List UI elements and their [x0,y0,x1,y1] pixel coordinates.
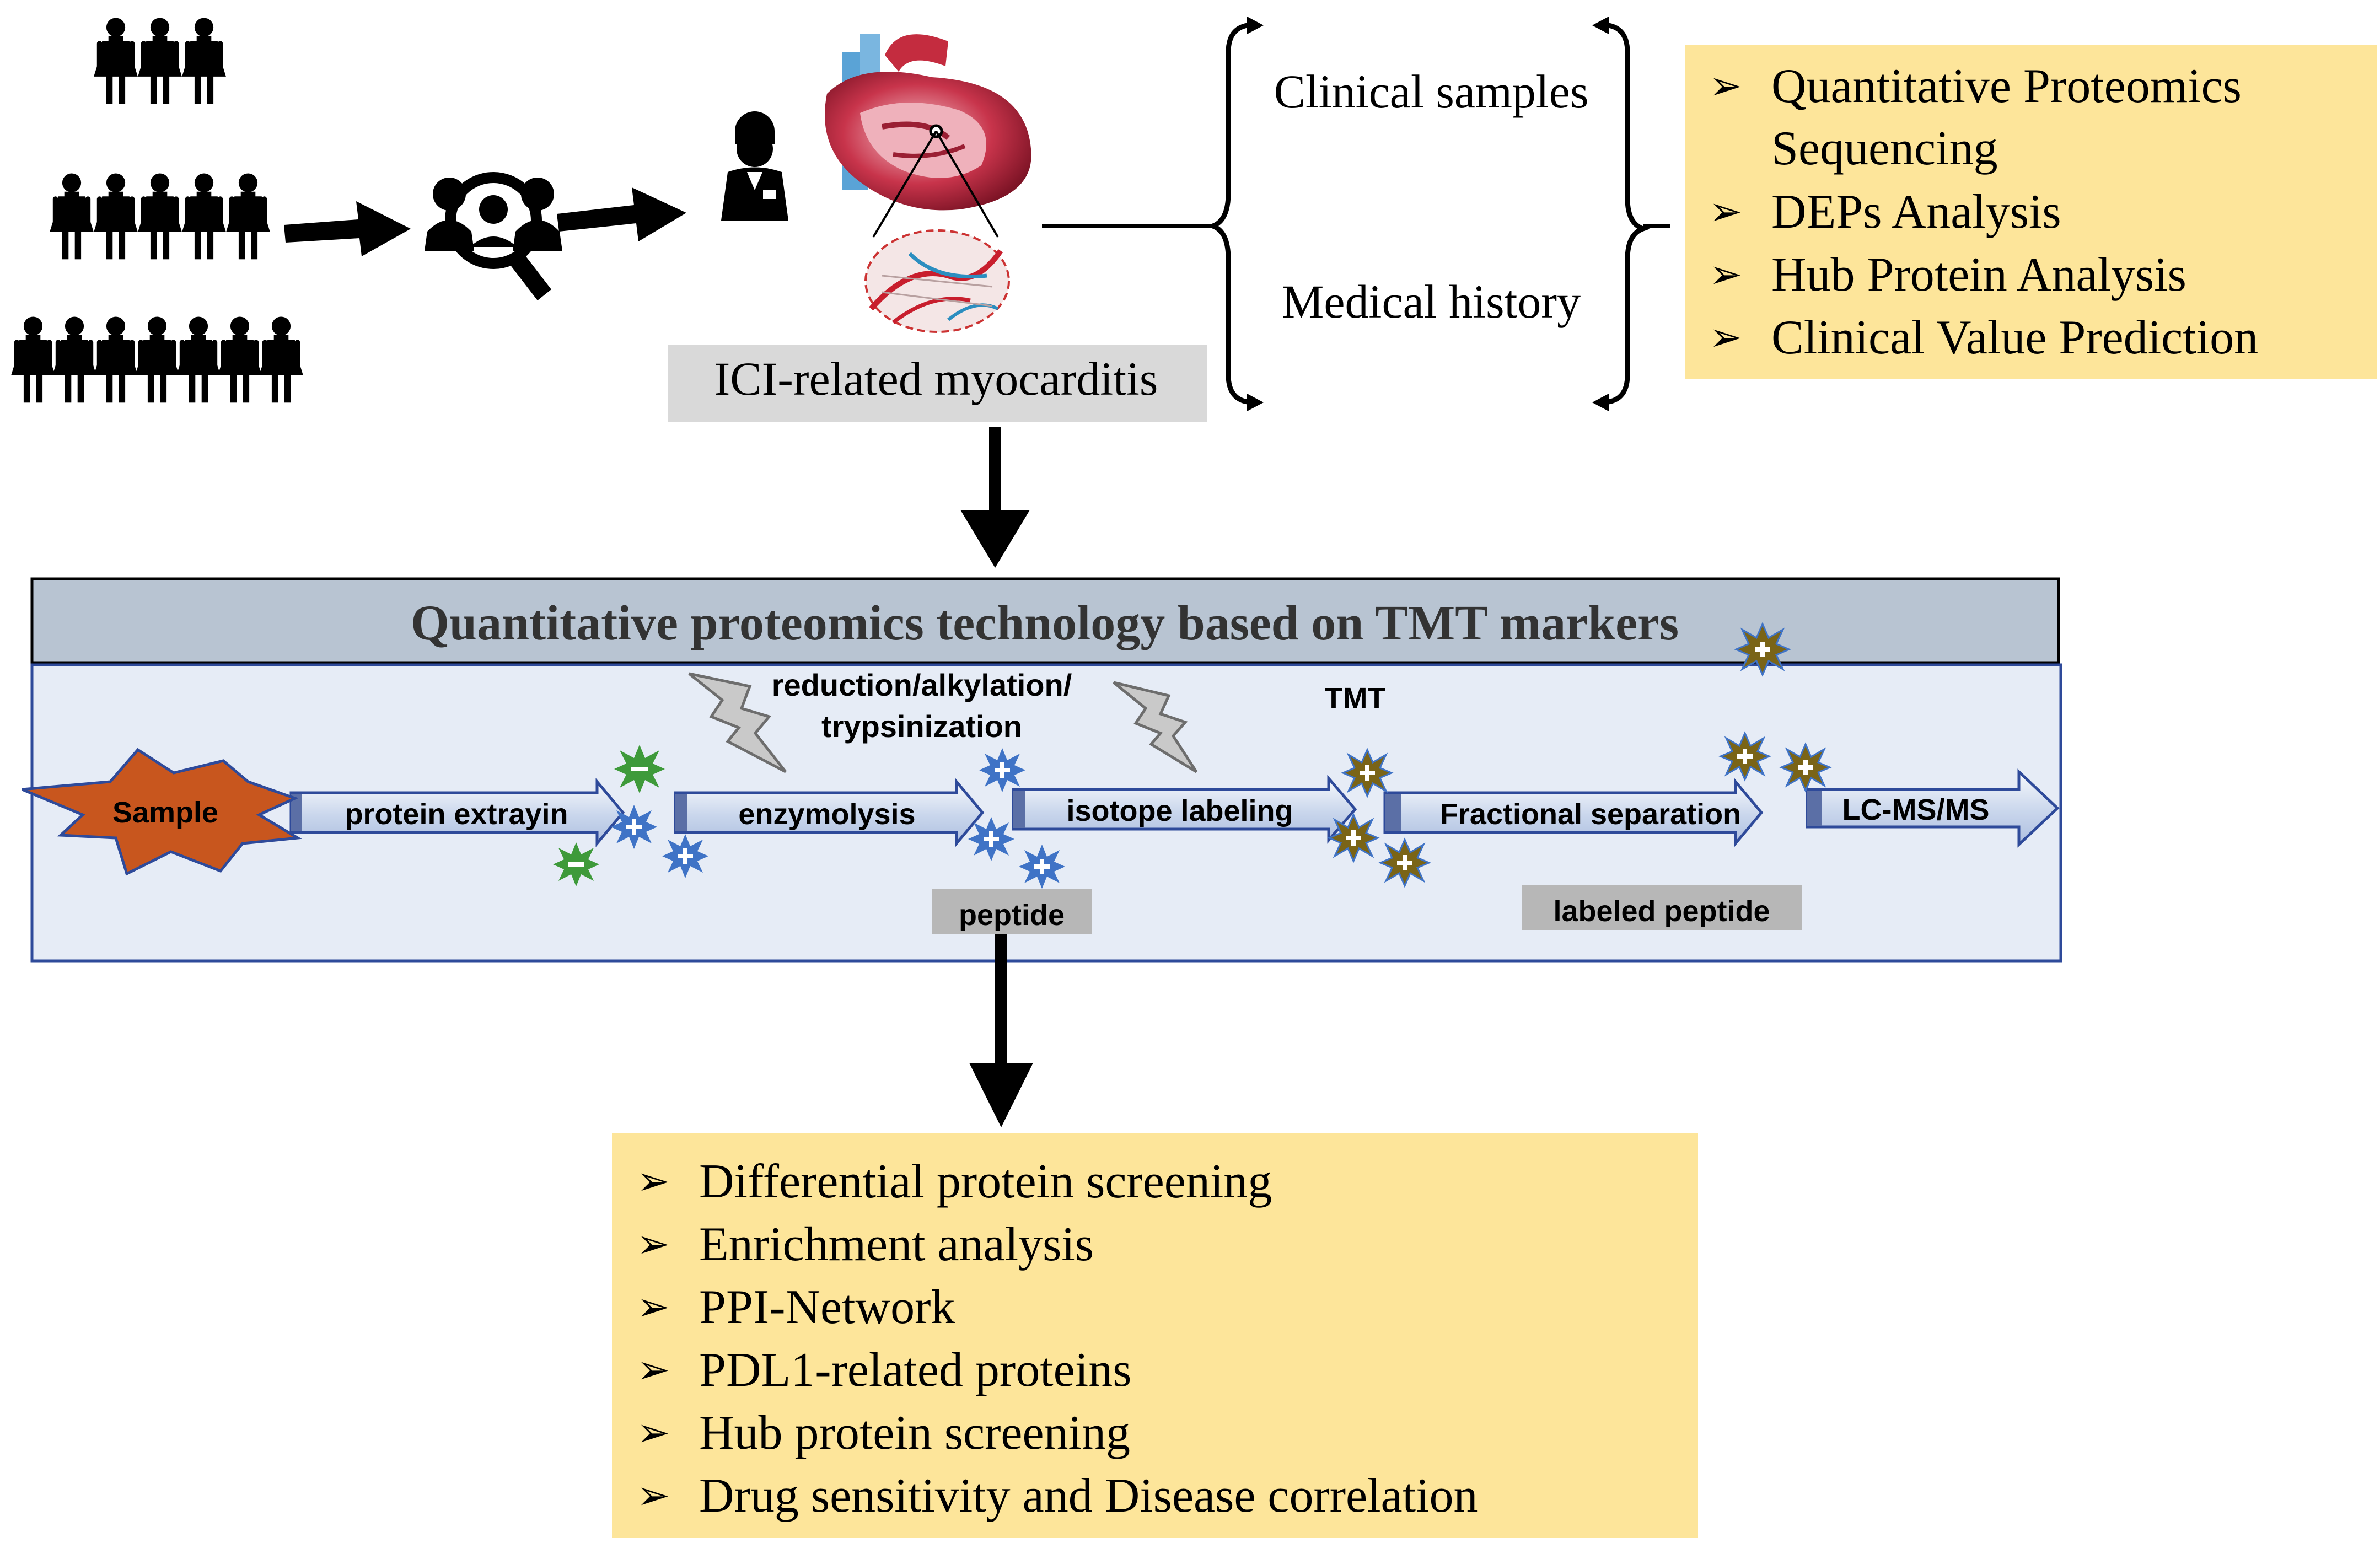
reduction-label: reduction/alkylation/ [772,668,1072,702]
labeled-peptide-label: labeled peptide [1553,895,1770,928]
heart-illustration [825,34,1031,211]
result-item: PPI-Network [699,1281,955,1334]
medical-history-label: Medical history [1282,275,1581,328]
blue-plus-star-icon [968,817,1014,861]
tmt-tag-star-icon [1734,622,1791,677]
chevron-right-icon: ➢ [637,1159,670,1203]
lightning-bolt-icon [688,672,787,773]
reduction-label-line2: trypsinization [821,709,1022,744]
lightning-bolt-icon [1113,681,1198,773]
analysis-list-box [1685,45,2377,379]
result-item: PDL1-related proteins [699,1343,1131,1397]
blue-plus-star-icon [611,805,657,849]
step-label: isotope labeling [1066,794,1293,827]
left-curly-bracket [1205,22,1255,405]
chevron-right-icon: ➢ [637,1411,670,1455]
results-box [612,1133,1698,1538]
labeled-peptide-label-box [1522,885,1802,930]
tmt-tag-star-icon [1779,742,1832,793]
result-item: Enrichment analysis [699,1218,1094,1271]
analysis-item: Quantitative Proteomics [1771,60,2242,113]
chevron-right-icon: ➢ [637,1285,670,1329]
tmt-tag-star-icon [1341,748,1394,798]
search-to-doctor-arrow [557,187,686,241]
tmt-label: TMT [1325,682,1386,715]
chevron-right-icon: ➢ [1709,252,1742,297]
workflow-title-bar [30,577,2060,664]
step-label: enzymolysis [738,798,915,831]
step-arrow-fractional-separation: Fractional separation [1383,778,1764,847]
doctor-icon [721,111,788,221]
disease-label: ICI-related myocarditis [714,352,1158,405]
analysis-item: Sequencing [1771,122,1998,175]
step-label: protein extrayin [345,798,568,831]
down-arrow-to-workflow [960,427,1030,568]
analysis-item: Hub Protein Analysis [1771,248,2186,302]
results-list: ➢ Differential protein screening ➢ Enric… [637,1155,1478,1523]
result-item: Drug sensitivity and Disease correlation [699,1469,1478,1523]
right-curly-bracket [1601,22,1651,405]
blue-plus-star-icon [1019,845,1065,889]
green-minus-star-icon [614,745,665,793]
workflow-title: Quantitative proteomics technology based… [411,596,1679,650]
step-arrow-enzymolysis: enzymolysis [674,778,985,847]
analysis-item: DEPs Analysis [1771,185,2061,239]
tmt-tag-star-icon [1378,837,1431,888]
clinical-samples-label: Clinical samples [1274,65,1589,118]
left-bracket-tips [1247,17,1264,411]
sample-burst: Sample [22,748,302,876]
crowd-to-search-arrow [284,201,411,256]
analysis-item: Clinical Value Prediction [1771,311,2258,364]
result-item: Differential protein screening [699,1155,1272,1208]
blue-plus-star-icon [979,748,1025,792]
sample-label: Sample [112,796,218,829]
peptide-label: peptide [959,899,1065,932]
chevron-right-icon: ➢ [637,1348,670,1392]
right-bracket-tips [1592,17,1609,411]
result-item: Hub protein screening [699,1406,1130,1460]
step-arrow-isotope-labeling: isotope labeling [1012,775,1357,844]
step-label: LC-MS/MS [1842,793,1990,826]
zoom-lines [872,130,999,238]
chevron-right-icon: ➢ [637,1222,670,1266]
step-arrow-protein-extraction: protein extrayin [289,778,625,847]
tmt-tag-star-icon [1718,731,1771,782]
analysis-list: ➢ Quantitative Proteomics Sequencing ➢ D… [1709,60,2258,364]
chevron-right-icon: ➢ [1709,190,1742,234]
peptide-label-box [932,889,1092,934]
chevron-right-icon: ➢ [637,1474,670,1518]
screening-search-icon [425,172,562,300]
down-arrow-to-results [969,934,1033,1127]
tissue-magnification-circle [864,229,1010,333]
step-arrow-lc-ms: LC-MS/MS [1806,768,2060,848]
chevron-right-icon: ➢ [1709,64,1742,108]
patient-crowd-icon [11,18,303,403]
blue-plus-star-icon [662,834,708,878]
chevron-right-icon: ➢ [1709,315,1742,359]
disease-label-box [668,345,1207,422]
green-minus-star-icon [553,842,599,886]
step-label: Fractional separation [1440,798,1741,831]
tmt-tag-star-icon [1327,813,1380,863]
